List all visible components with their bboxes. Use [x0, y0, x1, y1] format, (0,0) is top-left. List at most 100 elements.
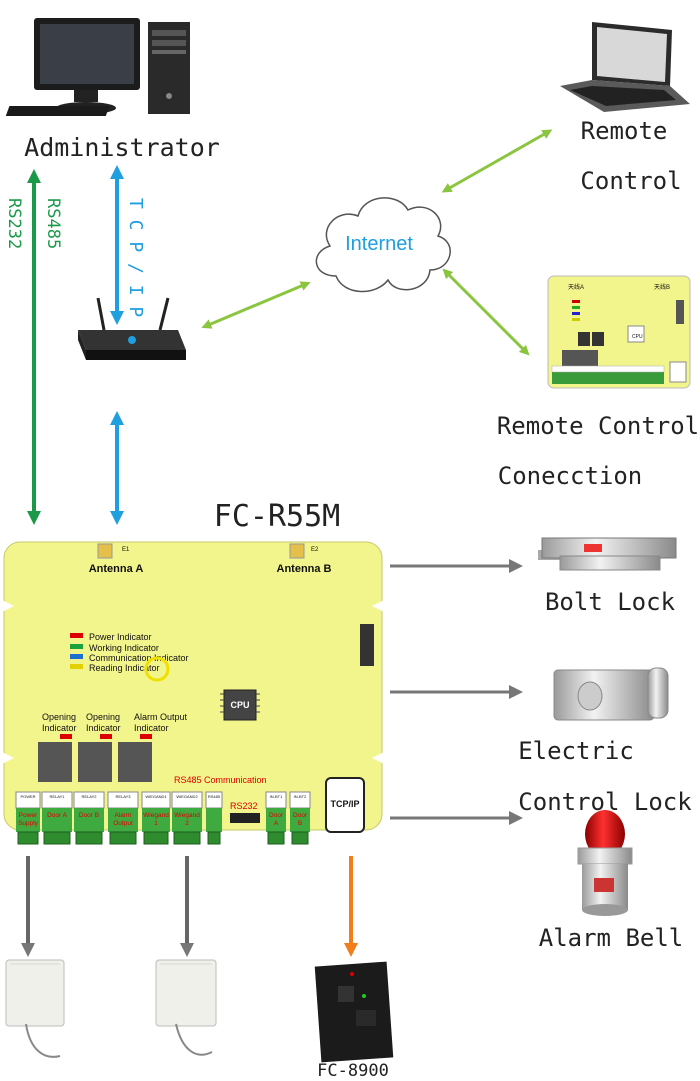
remote-antenna-b-label: 天线B [654, 283, 670, 291]
tcpip-vertical-label: T C P / I P [125, 198, 146, 317]
bolt-lock-icon [538, 537, 677, 571]
opening-indicator-1-label-1: Opening [42, 712, 76, 722]
terminal-header-label: IN-BT1 [270, 794, 283, 799]
terminal-header-label: IN-BT2 [294, 794, 307, 799]
power-indicator-label: Power Indicator [89, 632, 152, 642]
terminal-label: Door [293, 812, 308, 819]
remote-control-connection-label-2: Conecction [498, 462, 643, 490]
terminal-label: Wiegand [143, 812, 169, 819]
terminal-block-8 [290, 808, 310, 832]
administrator-label: Administrator [24, 133, 220, 162]
opening-led-1 [60, 734, 72, 739]
antenna-a-connector [97, 543, 113, 559]
terminal-label: Power [19, 812, 38, 819]
terminal-block-1 [42, 808, 72, 832]
working-led [70, 644, 83, 649]
remote-cpu-label: CPU [632, 334, 643, 340]
bolt-lock-label: Bolt Lock [545, 588, 676, 616]
alarm-bell-icon [577, 810, 633, 916]
terminal-block-3 [108, 808, 138, 832]
reader-antenna-2-icon [155, 959, 217, 1056]
communication-led [70, 654, 83, 659]
working-indicator-label: Working Indicator [89, 643, 159, 653]
terminal-screws-5 [173, 831, 201, 845]
e2-label: E2 [311, 547, 319, 553]
rs232-board-label: RS232 [230, 801, 258, 811]
terminal-block-5 [172, 808, 202, 832]
terminal-header-label: WIEGAND1 [145, 794, 167, 799]
terminal-block-0 [16, 808, 40, 832]
remote-antenna-a-label: 天线A [568, 283, 584, 291]
terminal-label: Door [269, 812, 284, 819]
cpu-chip [220, 689, 260, 721]
terminal-label: 1 [154, 820, 158, 827]
terminal-header-label: RELAY2 [81, 794, 97, 799]
alarm-output-indicator-label-1: Alarm Output [134, 712, 188, 722]
opening-led-2 [100, 734, 112, 739]
terminal-header-label: RS485 [208, 794, 221, 799]
terminal-block-7 [266, 808, 286, 832]
terminal-screws-2 [75, 831, 103, 845]
rs232-header [230, 813, 260, 823]
relay-2 [78, 742, 112, 782]
reading-led [70, 664, 83, 669]
remote-control-label-1: Remote [581, 117, 668, 145]
terminal-header-label: WIEGAND2 [176, 794, 198, 799]
terminal-block-6 [206, 808, 222, 832]
internet-label: Internet [345, 233, 413, 255]
terminal-screws-6 [207, 831, 221, 845]
internet-remote-arrow [441, 129, 553, 193]
terminal-block-4 [142, 808, 170, 832]
relay-1 [38, 742, 72, 782]
router-internet-arrow [201, 281, 311, 329]
opening-indicator-2-label-2: Indicator [86, 723, 121, 733]
power-led [70, 633, 83, 638]
terminal-label: A [274, 820, 279, 827]
controller-title: FC-R55M [214, 499, 340, 534]
antenna-a-label: Antenna A [89, 563, 144, 575]
fc8900-board-icon [314, 961, 394, 1063]
terminal-label: Output [113, 820, 133, 827]
terminal-screws-3 [109, 831, 137, 845]
antenna-b-label: Antenna B [277, 563, 332, 575]
rs485-communication-label: RS485 Communication [174, 775, 267, 785]
communication-indicator-label: Communication Indicator [89, 653, 189, 663]
rs485-label: RS485 [43, 198, 63, 249]
remote-control-connection-label-1: Remote Control [497, 412, 699, 440]
terminal-screws-1 [43, 831, 71, 845]
terminal-label: Wiegand [174, 812, 200, 819]
terminal-label: Supply [18, 820, 39, 827]
rs232-label: RS232 [4, 198, 24, 249]
terminal-block-2 [74, 808, 104, 832]
terminal-label: Door A [47, 812, 68, 819]
internet-remote-board-arrow [442, 268, 530, 356]
e1-label: E1 [122, 547, 130, 553]
antenna-b-connector [289, 543, 305, 559]
board-header-connector [360, 624, 374, 666]
alarm-output-indicator-label-2: Indicator [134, 723, 169, 733]
terminal-screws-7 [267, 831, 285, 845]
opening-indicator-2-label-1: Opening [86, 712, 120, 722]
terminal-screws-0 [17, 831, 39, 845]
laptop-icon [560, 22, 690, 112]
alarm-bell-label: Alarm Bell [539, 924, 684, 952]
relay-3 [118, 742, 152, 782]
terminal-label: 2 [185, 820, 189, 827]
opening-indicator-1-label-2: Indicator [42, 723, 77, 733]
electric-lock-label-1: Electric [518, 737, 634, 765]
administrator-computer-icon [5, 18, 190, 116]
tcpip-port [325, 777, 365, 833]
alarm-led [140, 734, 152, 739]
electric-lock-icon [553, 667, 669, 721]
internet-cloud-icon [315, 197, 451, 293]
tcpip-port-label: TCP/IP [330, 799, 359, 809]
reading-indicator-label: Reading Indicator [89, 663, 160, 673]
terminal-screws-4 [143, 831, 169, 845]
reader-antenna-1-icon [5, 959, 65, 1058]
terminal-header-label: RELAY1 [49, 794, 65, 799]
fc8900-label: FC-8900 [317, 1061, 389, 1081]
terminal-label: Door B [79, 812, 99, 819]
terminal-label: B [298, 820, 302, 827]
